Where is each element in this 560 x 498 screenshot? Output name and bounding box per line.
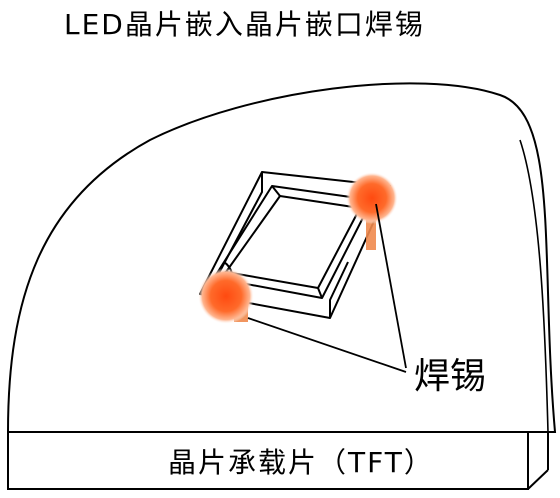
- tft-base-strip: [7, 431, 529, 490]
- solder-blob-bottom-left: [198, 268, 254, 324]
- solder-label: 焊锡: [414, 356, 486, 397]
- tft-base-bottom-join: [527, 469, 549, 490]
- carrier-body-right-edge: [519, 139, 549, 433]
- diagram-title: LED晶片嵌入晶片嵌口焊锡: [64, 8, 425, 41]
- socket-wall-bottom: [329, 261, 349, 318]
- leader-line-top: [375, 203, 407, 369]
- carrier-body-outline: [6, 82, 557, 433]
- leader-line-bottom: [247, 317, 407, 373]
- socket-inner-floor: [225, 195, 361, 289]
- tft-base-label: 晶片承载片（TFT）: [168, 446, 434, 479]
- solder-blob-top-right: [346, 172, 398, 250]
